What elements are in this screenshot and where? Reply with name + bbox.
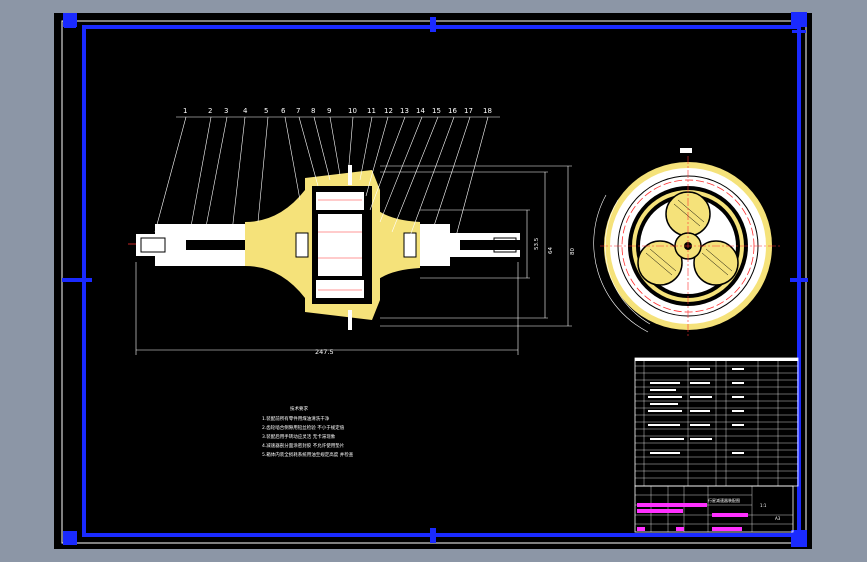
note-line-3: 3.装配后用手转动应灵活 无卡滞现象: [262, 433, 336, 440]
balloon-10: 10: [348, 107, 357, 115]
parts-list: [634, 357, 799, 487]
balloon-12: 12: [384, 107, 393, 115]
balloon-7: 7: [296, 107, 300, 115]
balloon-6: 6: [281, 107, 286, 115]
note-line-5: 5.箱体内装全损耗系统用油至规定高度 并检查: [262, 451, 354, 458]
balloon-5: 5: [264, 107, 268, 115]
note-line-4: 4.减速器剖分面涂密封胶 不允许使用垫片: [262, 442, 345, 449]
technical-notes: 技术要求 1.装配前所有零件用煤油清洗干净 2.齿轮啮合侧隙用铅丝检验 不小于规…: [262, 405, 354, 458]
balloon-11: 11: [367, 107, 376, 115]
note-line-2: 2.齿轮啮合侧隙用铅丝检验 不小于规定值: [262, 424, 345, 431]
title-block: 行星减速器装配图 1:1 A3: [634, 485, 794, 533]
drawing-name: 行星减速器装配图: [708, 497, 740, 503]
balloon-16: 16: [448, 107, 457, 115]
balloon-4: 4: [243, 107, 248, 115]
balloon-3: 3: [224, 107, 228, 115]
balloon-9: 9: [327, 107, 331, 115]
balloon-numbers: 1 2 3 4 5 6 7 8 9 10 11 12 13 14 15 16 1…: [183, 107, 492, 115]
notes-title: 技术要求: [290, 405, 308, 412]
dim-height-mid: 64: [548, 247, 554, 254]
note-line-1: 1.装配前所有零件用煤油清洗干净: [262, 415, 330, 422]
balloon-2: 2: [208, 107, 212, 115]
section-view: 1 2 3 4 5 6 7 8 9 10 11 12 13 14 15 16 1…: [128, 107, 576, 356]
sheet-label: A3: [775, 516, 781, 521]
balloon-18: 18: [483, 107, 492, 115]
balloon-13: 13: [400, 107, 409, 115]
balloon-14: 14: [416, 107, 425, 115]
balloon-8: 8: [311, 107, 315, 115]
dim-height-large: 80: [570, 248, 576, 255]
balloon-15: 15: [432, 107, 441, 115]
end-view: [593, 148, 780, 336]
dim-overall-length: 247.5: [315, 348, 334, 356]
balloon-17: 17: [464, 107, 473, 115]
balloon-1: 1: [183, 107, 187, 115]
dim-height-small: 53.5: [534, 237, 540, 250]
scale-label: 1:1: [760, 503, 767, 508]
frame-grips: [62, 12, 808, 547]
